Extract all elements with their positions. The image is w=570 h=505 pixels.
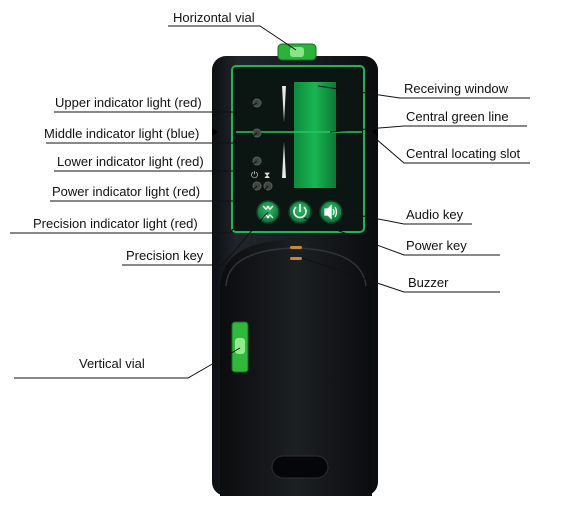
label-upper-indicator: Upper indicator light (red) bbox=[55, 95, 202, 110]
buzzer-slot bbox=[290, 246, 302, 249]
label-audio-key: Audio key bbox=[406, 207, 464, 222]
leader-audio-key bbox=[341, 211, 472, 225]
power-symbol-icon: ⏻ bbox=[251, 170, 258, 181]
leader-power-indicator bbox=[50, 185, 258, 202]
leader-central-green-line bbox=[329, 125, 527, 133]
leader-horizontal-vial bbox=[168, 25, 297, 51]
label-lower-indicator: Lower indicator light (red) bbox=[57, 154, 204, 169]
label-central-locating-slot: Central locating slot bbox=[406, 146, 521, 161]
upper-triangle-icon bbox=[282, 86, 286, 122]
label-central-green-line: Central green line bbox=[406, 109, 509, 124]
leader-lines bbox=[10, 25, 530, 379]
leader-precision-key bbox=[122, 211, 269, 266]
label-vertical-vial: Vertical vial bbox=[79, 356, 145, 371]
leader-lower-indicator bbox=[54, 160, 258, 172]
label-precision-key: Precision key bbox=[126, 248, 204, 263]
leader-power-key bbox=[303, 217, 500, 256]
central-locating-slot-left bbox=[212, 128, 218, 136]
leader-precision-indicator bbox=[10, 185, 269, 234]
lower-triangle-icon bbox=[282, 142, 286, 178]
label-buzzer: Buzzer bbox=[408, 275, 449, 290]
label-receiving-window: Receiving window bbox=[404, 81, 509, 96]
label-horizontal-vial: Horizontal vial bbox=[173, 10, 255, 25]
label-precision-indicator: Precision indicator light (red) bbox=[33, 216, 198, 231]
label-power-indicator: Power indicator light (red) bbox=[52, 184, 201, 199]
speaker-icon bbox=[324, 204, 338, 220]
label-middle-indicator: Middle indicator light (blue) bbox=[44, 126, 200, 141]
lower-housing bbox=[220, 240, 372, 496]
hourglass-icon: ⧗ bbox=[264, 171, 270, 181]
receiving-window-shape bbox=[294, 82, 336, 188]
leader-central-locating-slot bbox=[367, 131, 530, 164]
leader-vertical-vial bbox=[14, 347, 241, 379]
power-icon bbox=[293, 204, 307, 219]
label-power-key: Power key bbox=[406, 238, 467, 253]
leader-upper-indicator bbox=[54, 102, 258, 113]
leader-middle-indicator bbox=[46, 132, 258, 144]
central-locating-slot-right bbox=[372, 128, 378, 136]
grip-slot bbox=[271, 455, 329, 479]
leader-receiving-window bbox=[317, 85, 530, 99]
leader-buzzer bbox=[301, 257, 500, 293]
buzzer-slot bbox=[290, 257, 302, 260]
